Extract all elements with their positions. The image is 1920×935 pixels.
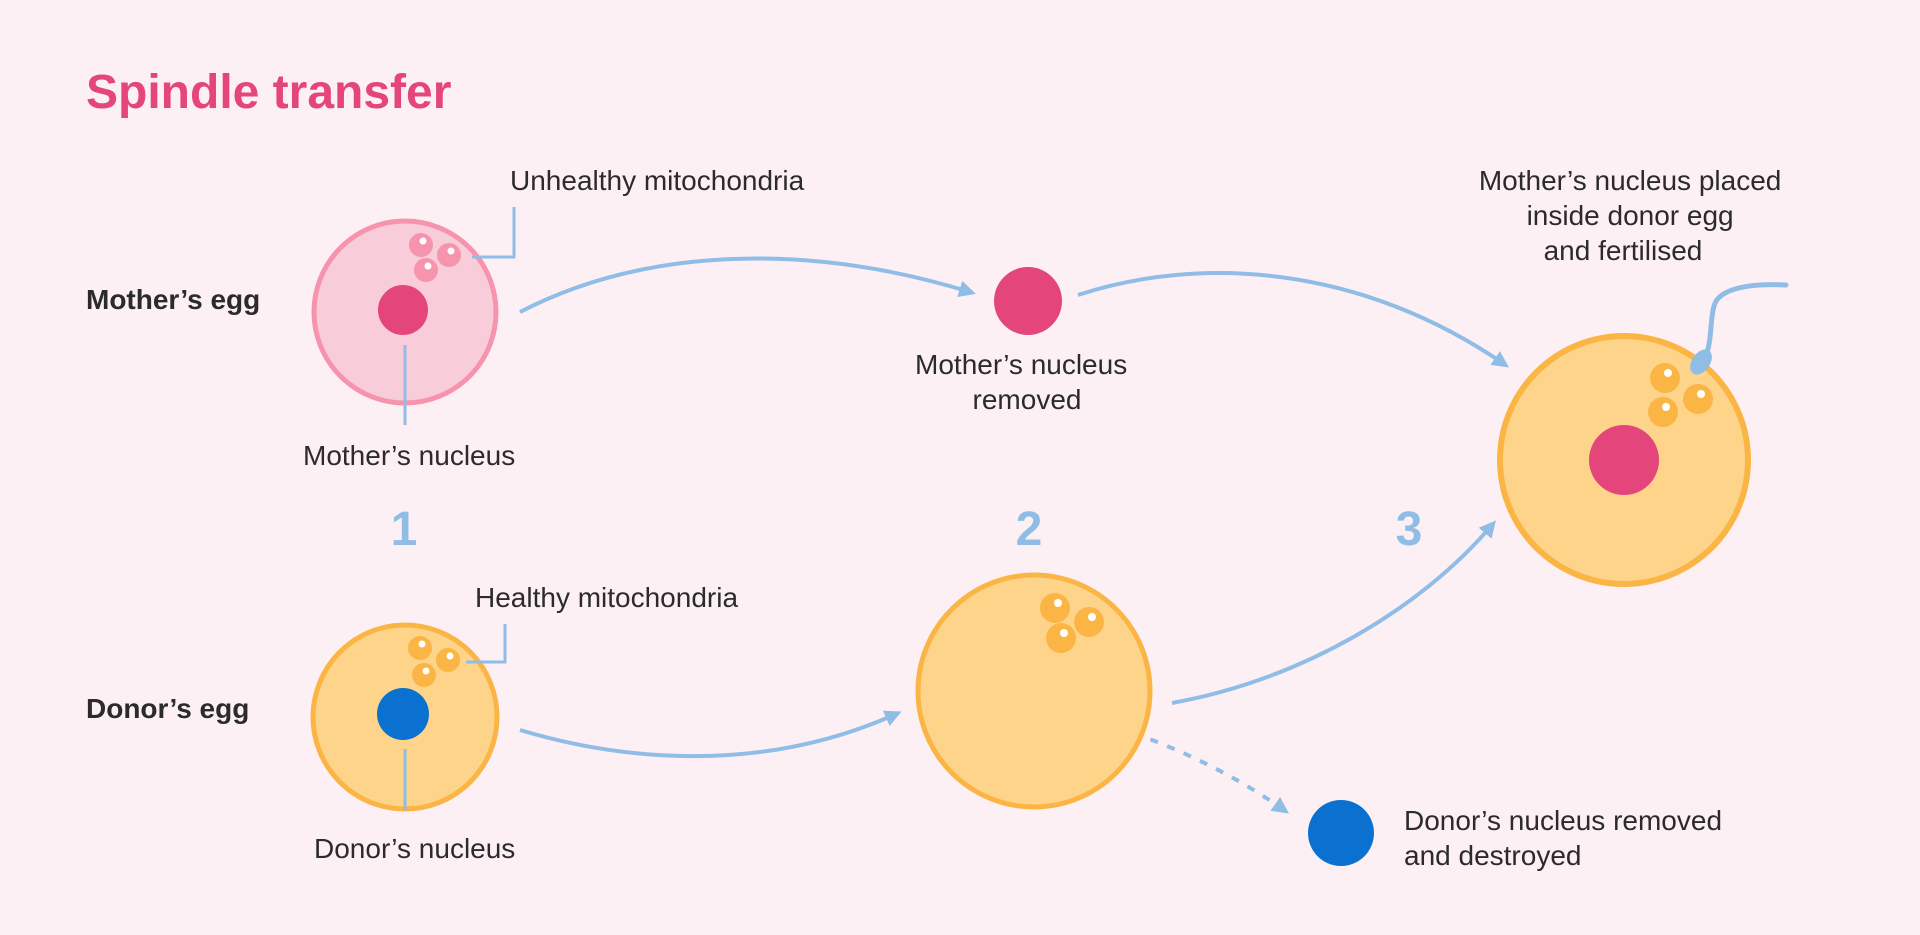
label-healthy-mitochondria: Healthy mitochondria xyxy=(475,582,738,613)
step-number-2: 2 xyxy=(1016,503,1043,556)
healthy-mitochondria-icon xyxy=(1648,363,1713,427)
label-mother-nucleus: Mother’s nucleus xyxy=(303,440,515,471)
leader-line-unhealthy-mito xyxy=(472,207,516,259)
diagram-title: Spindle transfer xyxy=(86,66,451,119)
destroyed-donor-nucleus xyxy=(1308,800,1374,866)
donor-egg xyxy=(310,622,500,812)
placed-mother-nucleus xyxy=(1589,425,1659,495)
step-number-1: 1 xyxy=(391,503,418,556)
label-unhealthy-mitochondria: Unhealthy mitochondria xyxy=(510,165,805,196)
arrow-donor-egg-to-enucleated-egg xyxy=(519,710,902,759)
label-donor-nucleus-destroyed: Donor’s nucleus removed and destroyed xyxy=(1404,805,1730,871)
healthy-mitochondria-icon xyxy=(1040,593,1104,653)
mother-egg xyxy=(311,218,499,406)
label-donor-nucleus: Donor’s nucleus xyxy=(314,833,515,864)
label-nucleus-placed-fertilised: Mother’s nucleus placed inside donor egg… xyxy=(1479,165,1789,266)
unhealthy-mitochondria-icon xyxy=(409,233,461,282)
row-label-donor-egg: Donor’s egg xyxy=(86,693,249,724)
arrow-mother-egg-to-removed-nucleus xyxy=(519,256,976,314)
row-label-mother-egg: Mother’s egg xyxy=(86,284,260,315)
arrow-enucleated-egg-to-fertilised-egg xyxy=(1171,520,1497,705)
enucleated-donor-egg-cell-icon xyxy=(915,572,1153,810)
arrow-removed-nucleus-to-fertilised-egg xyxy=(1077,271,1510,368)
donor-nucleus xyxy=(377,688,429,740)
step-number-3: 3 xyxy=(1396,503,1423,556)
fertilised-egg xyxy=(1497,333,1751,587)
mother-nucleus xyxy=(378,285,428,335)
removed-mother-nucleus xyxy=(994,267,1062,335)
sperm-icon xyxy=(1690,282,1789,375)
leader-line-healthy-mito xyxy=(466,624,507,664)
enucleated-donor-egg xyxy=(915,572,1153,810)
healthy-mitochondria-icon xyxy=(408,636,460,687)
label-mother-nucleus-removed: Mother’s nucleus removed xyxy=(915,349,1135,415)
